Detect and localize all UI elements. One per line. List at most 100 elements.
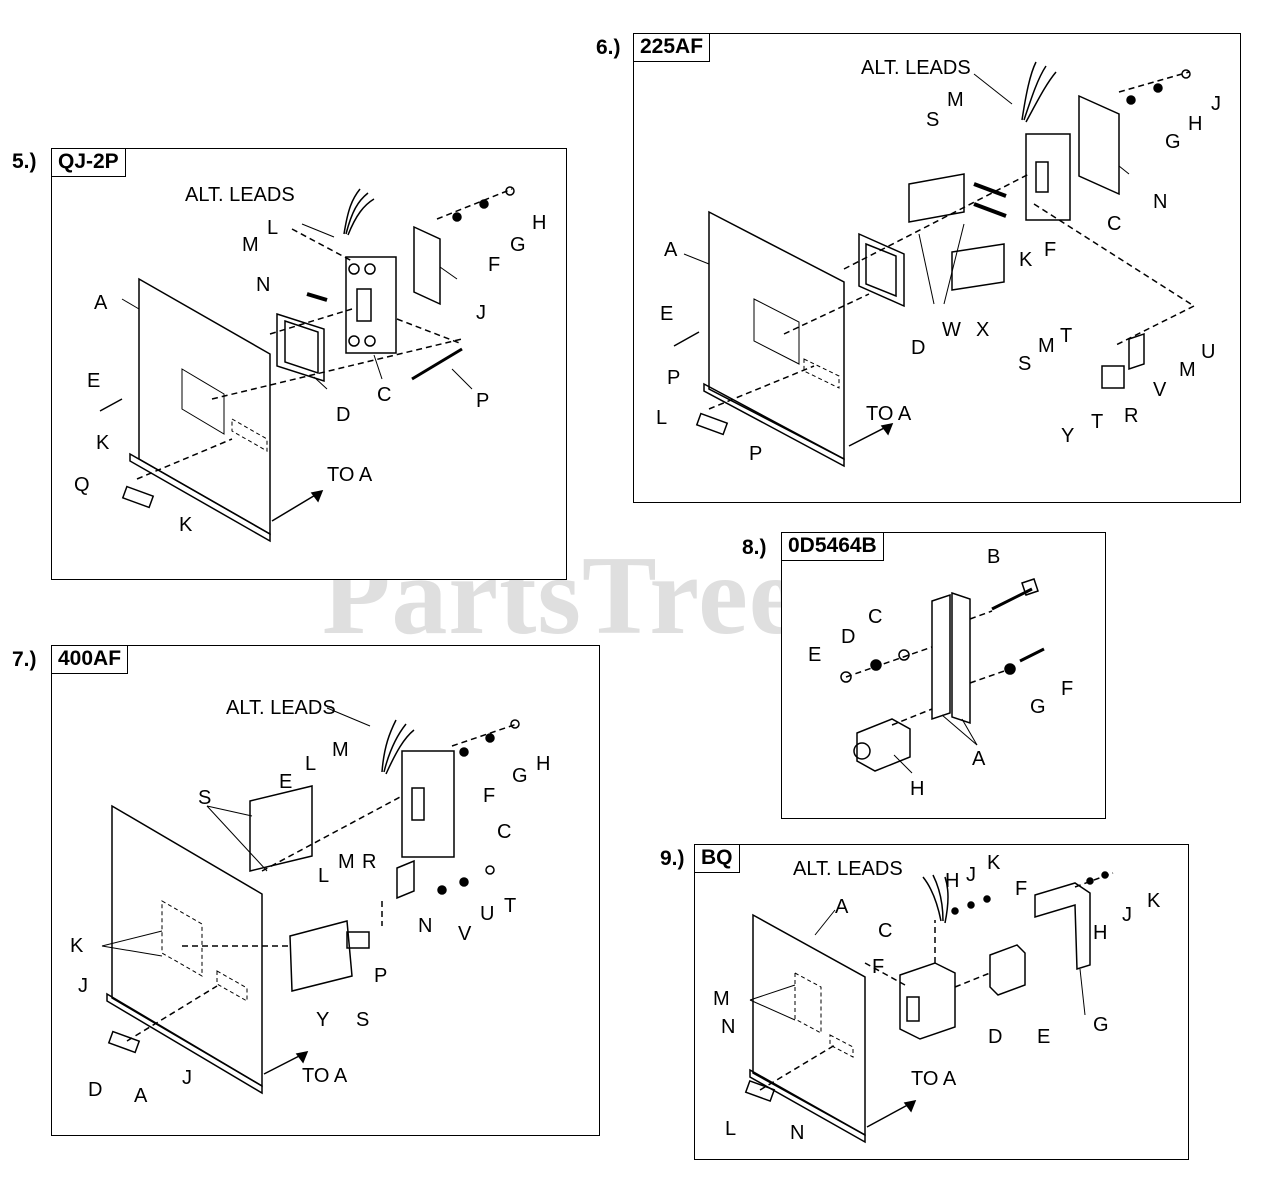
label-K: K bbox=[1019, 249, 1033, 271]
label-V: V bbox=[458, 923, 472, 945]
label-F: F bbox=[1044, 239, 1056, 261]
label-J2: J bbox=[1122, 904, 1132, 926]
label-A: A bbox=[835, 896, 849, 918]
label-M: M bbox=[713, 988, 730, 1010]
label-T2: T bbox=[1091, 411, 1103, 433]
label-R: R bbox=[362, 851, 376, 873]
panel-9-number: 9.) bbox=[660, 847, 685, 870]
label-E: E bbox=[1037, 1026, 1050, 1048]
panel-9-drawing: ALT. LEADS H J K A C F F M N L N TO A D … bbox=[713, 852, 1161, 1144]
label-D: D bbox=[988, 1026, 1002, 1048]
panel-6-number: 6.) bbox=[596, 36, 621, 59]
label-to-a: TO A bbox=[911, 1068, 957, 1090]
panel-5-number: 5.) bbox=[12, 150, 37, 173]
label-E: E bbox=[87, 370, 100, 392]
panel-9-title: BQ bbox=[694, 844, 740, 873]
label-K2: K bbox=[1147, 890, 1161, 912]
label-G: G bbox=[1093, 1014, 1109, 1036]
label-F: F bbox=[483, 785, 495, 807]
label-P2: P bbox=[749, 443, 762, 465]
label-F: F bbox=[488, 254, 500, 276]
label-alt-leads: ALT. LEADS bbox=[861, 57, 971, 79]
label-to-a: TO A bbox=[866, 403, 912, 425]
label-H2: H bbox=[1093, 922, 1107, 944]
label-M1: M bbox=[947, 89, 964, 111]
label-C: C bbox=[878, 920, 892, 942]
label-N: N bbox=[256, 274, 270, 296]
label-L: L bbox=[267, 217, 278, 239]
label-N: N bbox=[418, 915, 432, 937]
label-A: A bbox=[134, 1085, 148, 1107]
label-N: N bbox=[1153, 191, 1167, 213]
label-J1: J bbox=[78, 975, 88, 997]
label-K2: K bbox=[179, 514, 193, 536]
label-E: E bbox=[279, 771, 292, 793]
panel-7-number: 7.) bbox=[12, 648, 37, 671]
label-D: D bbox=[841, 626, 855, 648]
label-T1: T bbox=[1060, 325, 1072, 347]
label-A: A bbox=[972, 748, 986, 770]
label-M2: M bbox=[1038, 335, 1055, 357]
panel-9-bq: BQ bbox=[694, 844, 1189, 1160]
label-E: E bbox=[808, 644, 821, 666]
panel-8-drawing: B C D E F G A H bbox=[808, 546, 1073, 800]
label-B: B bbox=[987, 546, 1000, 568]
label-G: G bbox=[1165, 131, 1181, 153]
label-to-a: TO A bbox=[327, 464, 373, 486]
label-S1: S bbox=[926, 109, 939, 131]
panel-5-drawing: ALT. LEADS L M N A E K Q K TO A D C P J … bbox=[74, 184, 546, 543]
label-C: C bbox=[497, 821, 511, 843]
label-R: R bbox=[1124, 405, 1138, 427]
label-J: J bbox=[1211, 93, 1221, 115]
label-C: C bbox=[377, 384, 391, 406]
label-H1: H bbox=[945, 870, 959, 892]
label-N2: N bbox=[790, 1122, 804, 1144]
label-L: L bbox=[725, 1118, 736, 1140]
panel-6-drawing: ALT. LEADS M S A E P L P TO A D W X K F … bbox=[656, 57, 1221, 468]
label-U: U bbox=[1201, 341, 1215, 363]
label-alt-leads: ALT. LEADS bbox=[185, 184, 295, 206]
panel-8-number: 8.) bbox=[742, 536, 767, 559]
label-to-a: TO A bbox=[302, 1065, 348, 1087]
label-M3: M bbox=[1179, 359, 1196, 381]
label-D: D bbox=[336, 404, 350, 426]
label-T: T bbox=[504, 895, 516, 917]
label-W: W bbox=[942, 319, 961, 341]
label-P1: P bbox=[667, 367, 680, 389]
label-C: C bbox=[868, 606, 882, 628]
label-alt-leads: ALT. LEADS bbox=[226, 697, 336, 719]
panel-5-qj2p: QJ-2P bbox=[51, 148, 567, 580]
label-Q: Q bbox=[74, 474, 90, 496]
label-Y: Y bbox=[1061, 425, 1074, 447]
label-Y: Y bbox=[316, 1009, 329, 1031]
label-H: H bbox=[532, 212, 546, 234]
label-M2: M bbox=[338, 851, 355, 873]
label-H: H bbox=[536, 753, 550, 775]
label-V: V bbox=[1153, 379, 1167, 401]
label-U: U bbox=[480, 903, 494, 925]
panel-7-400af: 400AF bbox=[51, 645, 600, 1136]
label-J1: J bbox=[966, 864, 976, 886]
label-N1: N bbox=[721, 1016, 735, 1038]
label-J2: J bbox=[182, 1067, 192, 1089]
panel-8-0d5464b: 0D5464B bbox=[781, 532, 1106, 819]
label-G: G bbox=[1030, 696, 1046, 718]
label-S1: S bbox=[198, 787, 211, 809]
label-K1: K bbox=[987, 852, 1001, 874]
label-F2: F bbox=[872, 956, 884, 978]
panel-6-title: 225AF bbox=[633, 33, 711, 62]
label-M1: M bbox=[332, 739, 349, 761]
panel-7-drawing: ALT. LEADS M L E S F G H C R M L T U V N… bbox=[70, 697, 550, 1107]
label-J: J bbox=[476, 302, 486, 324]
label-S2: S bbox=[356, 1009, 369, 1031]
label-A: A bbox=[664, 239, 678, 261]
label-H: H bbox=[1188, 113, 1202, 135]
label-E: E bbox=[660, 303, 673, 325]
panel-7-title: 400AF bbox=[51, 645, 129, 674]
label-K: K bbox=[70, 935, 84, 957]
label-F1: F bbox=[1015, 878, 1027, 900]
label-K1: K bbox=[96, 432, 110, 454]
label-L1: L bbox=[305, 753, 316, 775]
label-S2: S bbox=[1018, 353, 1031, 375]
panel-5-title: QJ-2P bbox=[51, 148, 126, 177]
